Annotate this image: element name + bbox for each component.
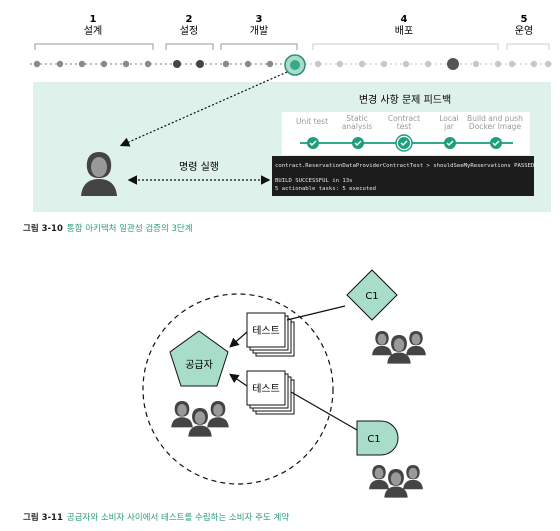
timeline-dots <box>33 60 274 68</box>
provider-team-icon <box>171 401 229 437</box>
consumer-2-team-icon <box>369 465 423 498</box>
run-command-label: 명령 실행 <box>179 161 219 173</box>
phase-timeline: 1 설계 2 설정 3 개발 4 배포 5 운영 <box>30 14 555 76</box>
phase-3-name: 개발 <box>250 25 268 37</box>
consumer-2-dshape <box>356 420 399 456</box>
svg-text:analysis: analysis <box>342 122 372 131</box>
provider-pentagon <box>169 330 229 387</box>
consumer-1-label: C1 <box>365 291 378 302</box>
phase-3-bracket <box>220 43 298 50</box>
pipeline-step-5: Build and push <box>467 114 523 123</box>
provider-label: 공급자 <box>185 359 213 371</box>
pipeline-step-3: Contract <box>388 114 420 123</box>
consumer-1-diamond <box>346 269 398 321</box>
pipeline-step-2: Static <box>346 114 367 123</box>
terminal-line-3: 5 actionable tasks: 5 executed <box>275 186 376 192</box>
svg-text:Docker Image: Docker Image <box>469 122 522 131</box>
phase-1-name: 설계 <box>84 25 102 37</box>
phase-5-name: 운영 <box>515 25 533 37</box>
pipeline-checks <box>307 134 502 152</box>
consumer2-contract-line <box>290 391 358 431</box>
phase-2-name: 설정 <box>180 25 198 37</box>
pipeline-step-4: Local <box>439 114 458 123</box>
phase-4-bracket <box>312 43 499 50</box>
terminal-output <box>272 156 534 196</box>
feedback-title: 변경 사항 문제 피드백 <box>359 93 451 106</box>
test-stack-1: 테스트 <box>246 312 295 357</box>
consumer-2-label: C1 <box>367 434 380 445</box>
boundary-circle <box>142 293 334 485</box>
test-stack-2: 테스트 <box>246 370 295 415</box>
phase-2-bracket <box>165 43 214 50</box>
pipeline-step-1: Unit test <box>296 117 328 126</box>
phase-1-bracket <box>34 43 154 50</box>
svg-text:test: test <box>397 122 411 131</box>
terminal-line-2: BUILD SUCCESSFUL in 13s <box>275 178 352 184</box>
svg-text:테스트: 테스트 <box>252 383 280 395</box>
phase-5-num: 5 <box>521 14 528 25</box>
phase-2-num: 2 <box>186 14 193 25</box>
svg-text:jar: jar <box>443 122 455 131</box>
svg-text:테스트: 테스트 <box>252 325 280 337</box>
phase-5-bracket <box>506 43 550 50</box>
terminal-line-1: contract.ReservationDataProviderContract… <box>275 163 535 169</box>
phase-1-num: 1 <box>90 14 97 25</box>
consumer-1-team-icon <box>372 331 426 364</box>
phase-4-name: 배포 <box>395 25 413 37</box>
phase-3-num: 3 <box>256 14 263 25</box>
consumer1-contract-line <box>286 305 346 321</box>
phase-4-num: 4 <box>401 14 408 25</box>
